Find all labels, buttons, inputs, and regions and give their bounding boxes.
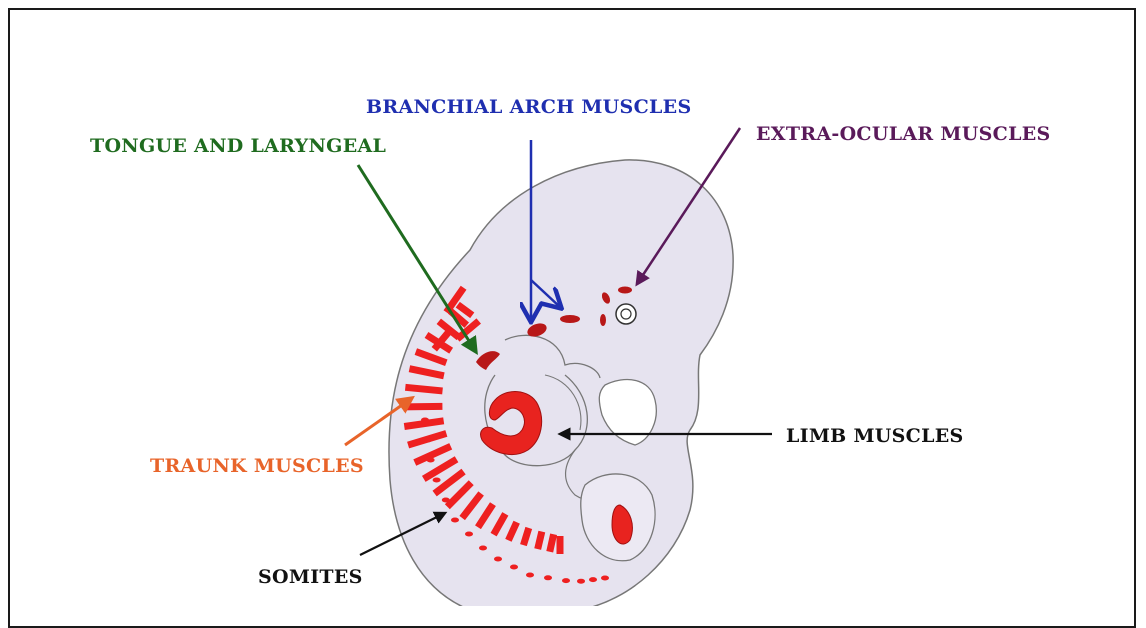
somite-dot (479, 546, 487, 551)
label-somites: SOMITES (258, 566, 363, 588)
somite-dot (589, 577, 597, 582)
somite-dot (427, 458, 435, 463)
somite-dot (510, 565, 518, 570)
label-limb-muscles: LIMB MUSCLES (786, 425, 964, 447)
somite-dot (421, 418, 429, 423)
extraocular-muscle-1 (618, 287, 632, 294)
extraocular-muscle-3 (600, 314, 606, 326)
trunk-muscle-bar (403, 403, 442, 410)
somite-dot (465, 532, 473, 537)
somite-dot (494, 557, 502, 562)
label-extra-ocular-muscles: EXTRA-OCULAR MUSCLES (756, 123, 1051, 145)
trunk-muscle-bar (556, 536, 563, 554)
label-traunk-muscles: TRAUNK MUSCLES (150, 455, 364, 477)
somite-dot (442, 498, 450, 503)
somite-dot (562, 578, 570, 583)
embryo-diagram: BRANCHIAL ARCH MUSCLES TONGUE AND LARYNG… (0, 0, 1146, 606)
label-tongue-and-laryngeal: TONGUE AND LARYNGEAL (90, 135, 386, 157)
somite-dot (601, 576, 609, 581)
somite-dot (433, 478, 441, 483)
somite-dot (577, 579, 585, 584)
eye-inner (621, 309, 631, 319)
somite-dot (544, 575, 552, 580)
somite-dot (526, 573, 534, 578)
somite-dot (424, 438, 432, 443)
branchial-muscle-2 (560, 315, 580, 323)
label-branchial-arch-muscles: BRANCHIAL ARCH MUSCLES (366, 96, 691, 118)
somite-dot (451, 518, 459, 523)
